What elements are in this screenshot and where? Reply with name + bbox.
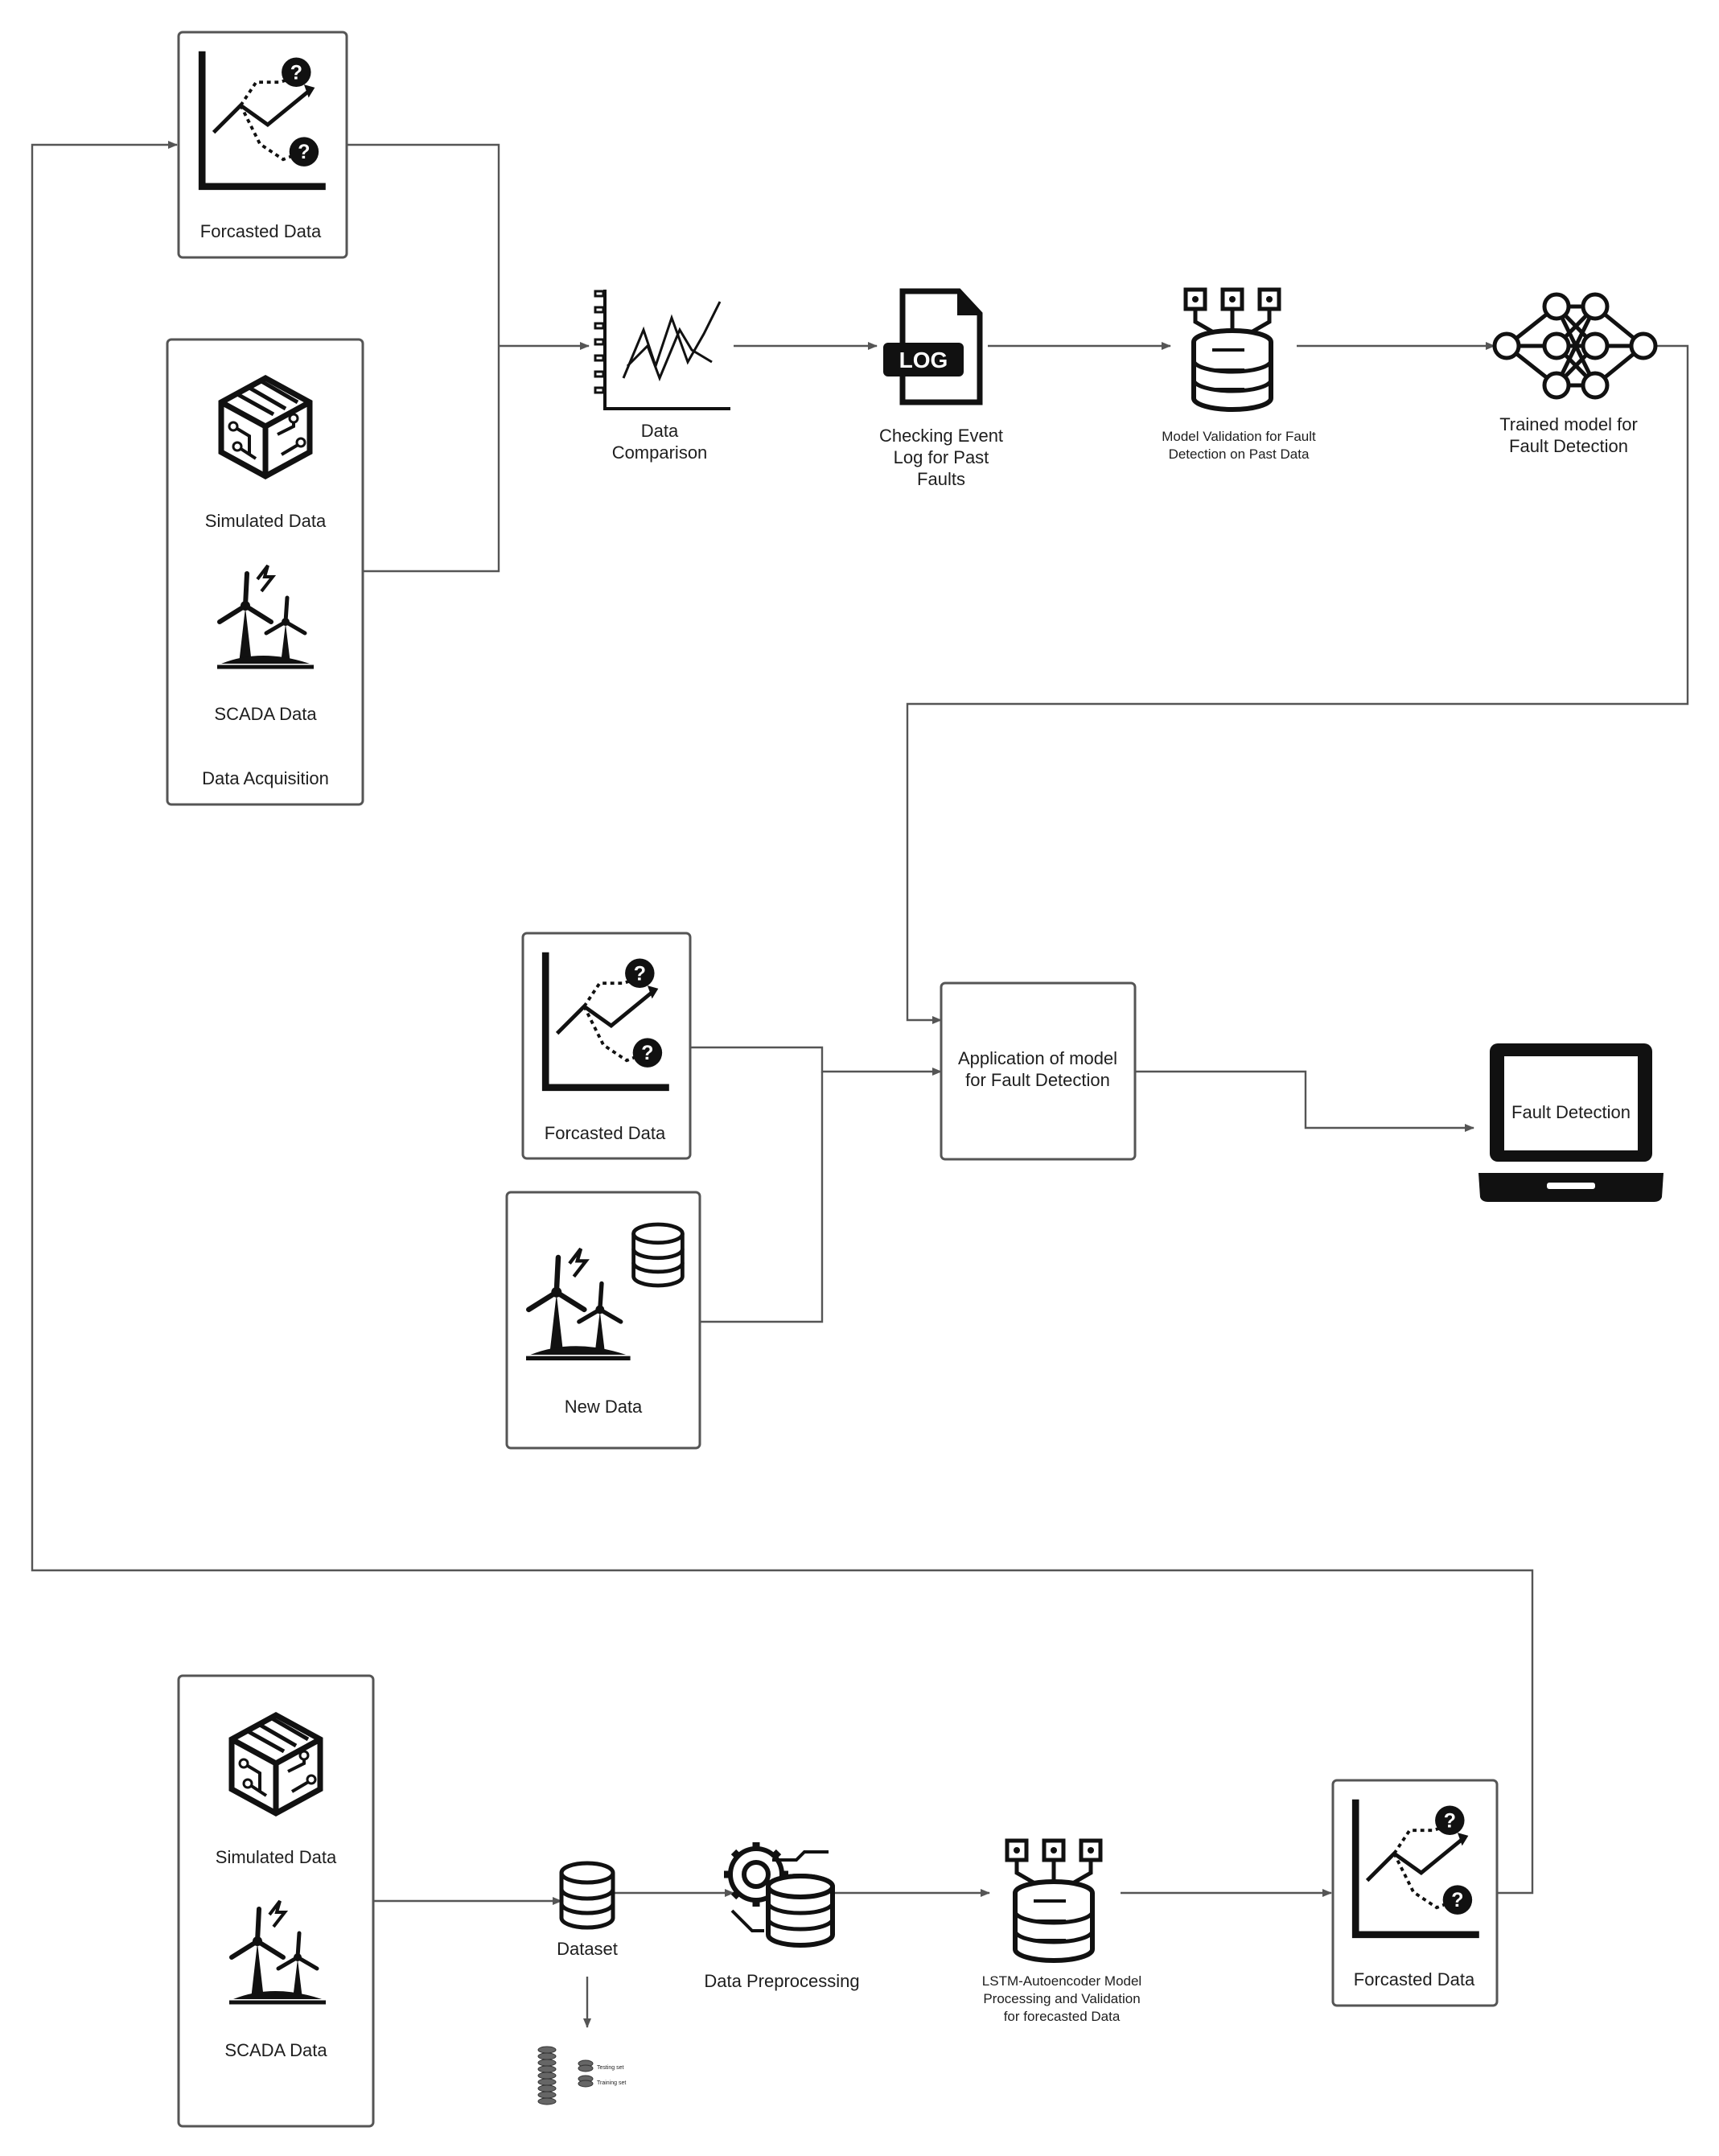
bottom-simulated-label: Simulated Data (216, 1847, 337, 1867)
top-forecast-frame (177, 31, 348, 259)
training-set-label: Training set (597, 2080, 626, 2086)
dataset-label: Dataset (557, 1939, 618, 1959)
model-validation-node: Model Validation for Fault Detection on … (1162, 290, 1316, 462)
application-line2: for Fault Detection (965, 1070, 1110, 1090)
neural-network-icon (1492, 292, 1658, 400)
acquisition-label: Data Acquisition (202, 768, 329, 788)
comparison-label-line2: Comparison (612, 442, 708, 463)
application-box: Application of model for Fault Detection (940, 981, 1137, 1161)
preprocessing-node: Data Preprocessing (704, 1842, 860, 1991)
event-log-node: LOG Checking Event Log for Past Faults (879, 288, 1003, 489)
bottom-scada-label: SCADA Data (224, 2040, 327, 2060)
trained-line1: Trained model for (1499, 414, 1638, 434)
fault-detection-label: Fault Detection (1511, 1102, 1631, 1122)
dataset-node: Dataset Testing set Training set (537, 1863, 626, 2105)
laptop-icon (1478, 1043, 1663, 1202)
comparison-label-line1: Data (641, 421, 679, 441)
comparison-chart-icon (594, 290, 730, 410)
bottom-forecast-frame (1331, 1779, 1499, 2007)
lstm-line1: LSTM-Autoencoder Model (982, 1973, 1141, 1989)
validation-line2: Detection on Past Data (1169, 446, 1310, 462)
bottom-source-frame (177, 1674, 375, 2128)
bottom-forecast-box: Forcasted Data (1331, 1779, 1499, 2007)
testing-set-label: Testing set (597, 2065, 624, 2071)
dataset-split-icon (537, 2046, 594, 2105)
new-data-box: New Data (505, 1191, 701, 1450)
middle-forecast-box: Forcasted Data (521, 932, 692, 1160)
lstm-line3: for forecasted Data (1004, 2009, 1121, 2024)
bottom-source-box: Simulated Data SCADA Data (177, 1674, 375, 2128)
top-forecast-box: Forcasted Data (177, 31, 348, 259)
scada-label: SCADA Data (214, 704, 317, 724)
data-comparison-node: Data Comparison (594, 290, 730, 463)
trained-line2: Fault Detection (1509, 436, 1628, 456)
bottom-forecast-label: Forcasted Data (1354, 1969, 1475, 1989)
fault-detection-node: Fault Detection (1478, 1043, 1663, 1202)
dataset-database-icon (561, 1863, 613, 1928)
lstm-node: LSTM-Autoencoder Model Processing and Va… (982, 1841, 1141, 2024)
model-database-icon (1186, 290, 1279, 409)
new-data-label: New Data (565, 1397, 643, 1417)
connectors (31, 141, 1689, 2028)
top-forecast-label: Forcasted Data (200, 221, 322, 241)
lstm-model-icon (1007, 1841, 1100, 1961)
preprocessing-label: Data Preprocessing (704, 1971, 859, 1991)
data-acquisition-box: Simulated Data SCADA Data Data Acquisiti… (166, 338, 364, 806)
event-log-line2: Log for Past (894, 447, 989, 467)
event-log-line3: Faults (917, 469, 965, 489)
event-log-line1: Checking Event (879, 426, 1003, 446)
gear-database-icon (724, 1842, 835, 1948)
middle-forecast-label: Forcasted Data (545, 1123, 666, 1143)
application-line1: Application of model (958, 1048, 1117, 1068)
log-file-icon: LOG (883, 288, 983, 405)
lstm-line2: Processing and Validation (983, 1991, 1140, 2006)
trained-model-node: Trained model for Fault Detection (1492, 292, 1658, 456)
validation-line1: Model Validation for Fault (1162, 429, 1316, 444)
simulated-label: Simulated Data (205, 511, 327, 531)
log-badge: LOG (899, 348, 948, 372)
application-frame (940, 981, 1137, 1161)
middle-forecast-frame (521, 932, 692, 1160)
